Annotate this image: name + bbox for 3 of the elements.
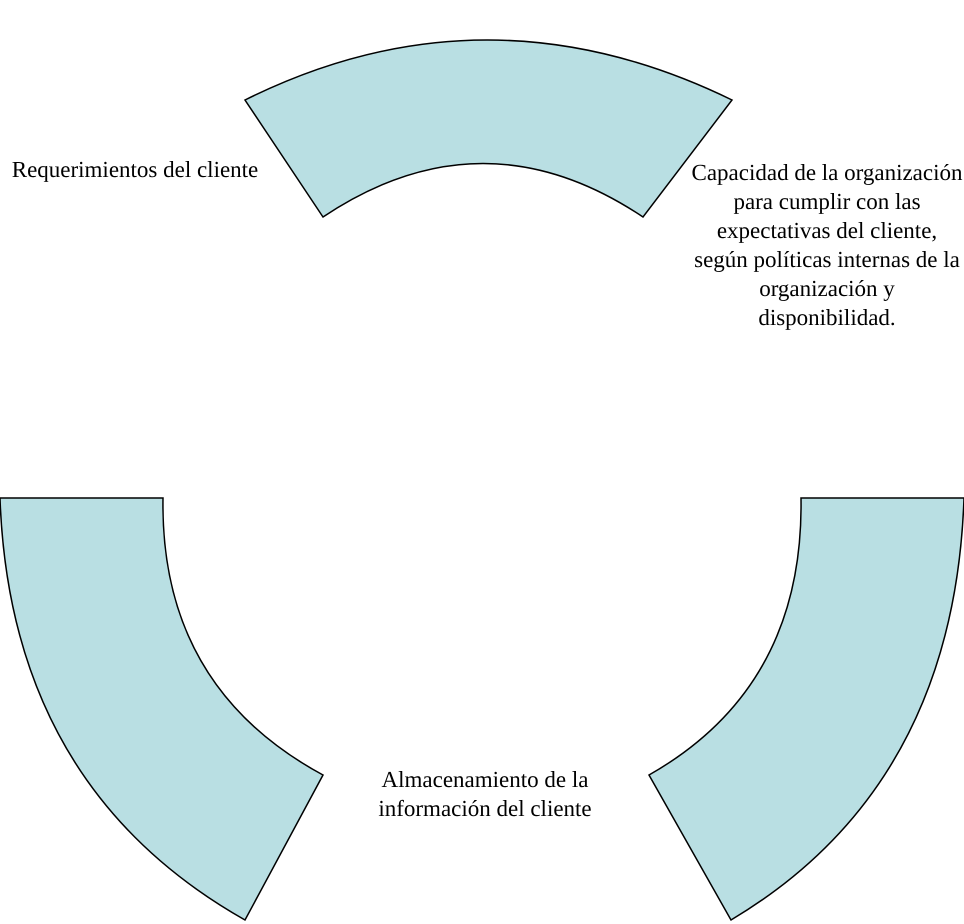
cycle-step-text: Requerimientos del cliente <box>10 156 260 184</box>
cycle-step-text: Almacenamiento de la información del cliente <box>377 766 593 823</box>
cycle-step-text: Capacidad de la organización para cumplir con las expectativas del cliente, según políticas internas de la organización y disponibilidad. <box>690 159 964 332</box>
